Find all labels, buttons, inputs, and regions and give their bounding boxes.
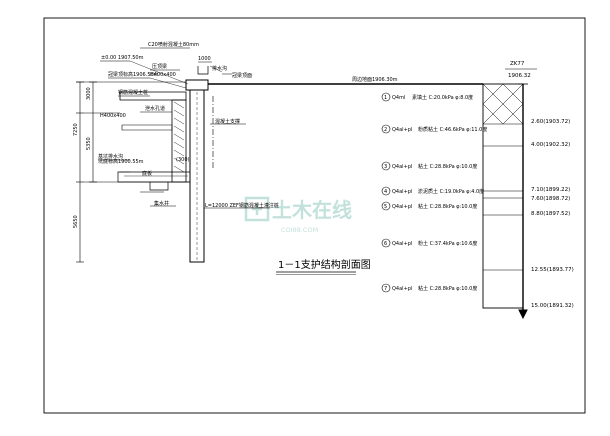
soil-layer-desc: 淤泥质土 C:19.0kPa φ:4.0度 <box>418 188 484 195</box>
dim-5650: 5650 <box>73 215 79 228</box>
left-annotations: C20喷射混凝土80mm 1000 ±0.00 1907.50m 排水沟 冠梁顶… <box>73 41 398 228</box>
bottom-slab <box>117 171 191 183</box>
label-slope-top: 排水沟 <box>212 65 227 72</box>
depth-label: 15.00(1891.32) <box>531 303 574 309</box>
label-face-layer: 压顶梁 <box>152 63 167 70</box>
label-ground-level: ±0.00 1907.50m <box>101 55 144 61</box>
soil-layer: 6 Q4al+pl 粉土 C:37.4kPa φ:10.6度 <box>381 238 477 248</box>
soil-layer-code: Q4al+pl <box>392 286 412 292</box>
depth-label: 2.60(1903.72) <box>531 119 570 125</box>
watermark: 土木在线 COI88.COM <box>244 196 352 234</box>
label-hpile: H400x400 <box>100 113 126 119</box>
soil-layer-code: Q4ml <box>392 95 405 101</box>
depth-label: 8.80(1897.52) <box>531 211 570 217</box>
depth-label: 4.00(1902.32) <box>531 142 570 148</box>
crown-beam <box>185 79 209 91</box>
soil-layer-number: 7 <box>384 286 387 292</box>
label-outer-level: 周边地面1906.30m <box>352 76 398 83</box>
label-drain: 泄水孔道 <box>145 105 165 112</box>
drawing-frame <box>43 17 586 414</box>
depth-arrow-icon <box>518 309 528 320</box>
label-support: 混凝土支撑 <box>215 118 240 125</box>
soil-layer: 3 Q4al+pl 粘土 C:28.8kPa φ:10.0度 <box>381 161 477 171</box>
soil-layer-code: Q4al+pl <box>392 204 412 210</box>
soil-layer-number: 2 <box>384 127 387 133</box>
soil-layer-number: 1 <box>384 95 387 101</box>
depth-labels: 2.60(1903.72) 4.00(1902.32) 7.10(1899.22… <box>531 119 574 309</box>
soil-layer-desc: 粘土 C:28.8kPa φ:10.0度 <box>418 163 477 170</box>
label-pump: 集水井 <box>154 200 169 207</box>
depth-label: 12.55(1893.77) <box>531 267 574 273</box>
watermark-logo-icon <box>244 196 270 222</box>
soil-layer: 2 Q4al+pl 粉质粘土 C:46.6kPa φ:11.0度 <box>381 124 487 134</box>
soil-layer-code: Q4al+pl <box>392 164 412 170</box>
soil-layer: 5 Q4al+pl 粘土 C:28.8kPa φ:10.0度 <box>381 201 477 211</box>
label-pile-spec: L=12000 ZEF钢筋混凝土灌注桩 <box>205 202 279 209</box>
soil-layer-code: Q4al+pl <box>392 189 412 195</box>
dim-7250: 7250 <box>73 123 79 136</box>
depth-label: 7.10(1899.22) <box>531 187 570 193</box>
soil-layer-number: 6 <box>384 241 387 247</box>
label-dim-1000: 1000 <box>198 56 211 62</box>
soil-layer-desc: 粉土 C:37.4kPa φ:10.6度 <box>418 240 477 247</box>
soil-layer-desc: 粘土 C:28.8kPa φ:10.0度 <box>418 203 477 210</box>
soil-layer: 4 Q4al+pl 淤泥质土 C:19.0kPa φ:4.0度 <box>381 186 484 196</box>
borehole-id: ZK77 <box>510 61 525 67</box>
soil-layer-code: Q4al+pl <box>392 241 412 247</box>
label-pile: 钢筋混凝土桩 <box>118 89 148 96</box>
dim-3000: 3000 <box>86 87 92 100</box>
depth-label: 7.60(1898.72) <box>531 196 570 202</box>
soil-layer-code: Q4al+pl <box>392 127 412 133</box>
label-elev-1900: 坑底标高1900.55m <box>98 158 144 165</box>
label-elev-1906: 冠梁顶标高1906.50m <box>108 71 159 78</box>
soil-layer-number: 4 <box>384 189 387 195</box>
dim-5350: 5350 <box>86 137 92 150</box>
support-structure <box>76 47 270 263</box>
drawing-title: 1－1支护结构剖面图 <box>278 258 371 271</box>
sump-pit <box>149 182 169 191</box>
label-bottom-slab: 底板 <box>142 170 152 177</box>
soil-layer: 7 Q4al+pl 粘土 C:28.8kPa φ:10.0度 <box>381 283 477 293</box>
soil-layer-number: 5 <box>384 204 387 210</box>
soil-layer: 1 Q4ml 素填土 C:20.0kPa φ:8.0度 <box>381 92 473 102</box>
soil-layer-desc: 素填土 C:20.0kPa φ:8.0度 <box>412 94 473 101</box>
soil-layers: 1 Q4ml 素填土 C:20.0kPa φ:8.0度 2 Q4al+pl 粉质… <box>381 92 487 293</box>
label-top-beam: H400x400 <box>150 72 176 78</box>
soil-layer-desc: 粉质粘土 C:46.6kPa φ:11.0度 <box>418 126 487 133</box>
borehole-column <box>482 83 528 320</box>
watermark-subtext: COI88.COM <box>281 226 318 234</box>
watermark-text: 土木在线 <box>272 198 352 222</box>
soil-layer-desc: 粘土 C:28.8kPa φ:10.0度 <box>418 285 477 292</box>
soil-layer-number: 3 <box>384 164 387 170</box>
label-concrete: C20喷射混凝土80mm <box>148 41 199 48</box>
label-anchor: (300) <box>176 157 189 163</box>
borehole-top-elev: 1906.32 <box>508 73 531 79</box>
label-water-line: 基坑排水沟 <box>98 153 123 160</box>
label-crown-beam: 冠梁顶面 <box>232 72 252 79</box>
